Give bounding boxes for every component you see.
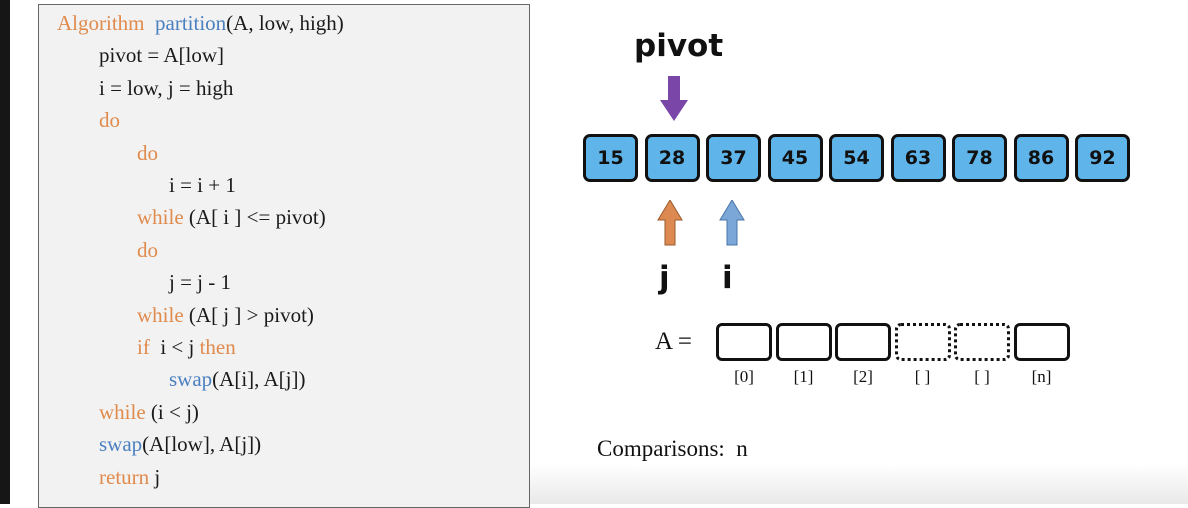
array-cell: 28 (644, 134, 700, 182)
code-keyword: do (99, 108, 120, 133)
code-line: j = j - 1 (169, 270, 231, 294)
array-cell: 37 (706, 134, 761, 182)
array-slot (894, 323, 951, 361)
code-line: Algorithm partition(A, low, high) (57, 11, 344, 35)
i-pointer-arrow-up-icon (719, 200, 745, 246)
code-keyword: if (137, 335, 150, 359)
code-text: i = low, j = high (99, 75, 234, 100)
code-text: (A[ i ] <= pivot) (183, 205, 326, 230)
array-cell: 45 (767, 134, 823, 182)
array-cell: 78 (952, 134, 1007, 182)
code-line: while (A[ j ] > pivot) (137, 303, 314, 327)
j-pointer-label: j (659, 260, 670, 296)
code-text: j (149, 464, 161, 489)
code-function: swap (99, 432, 143, 457)
code-line: return j (99, 465, 160, 489)
code-text: (i < j) (145, 399, 199, 424)
array-slot (1013, 323, 1070, 361)
code-keyword: while (99, 399, 146, 424)
code-text: pivot = A[low] (99, 43, 225, 68)
code-text: (A[low], A[j]) (142, 432, 262, 457)
code-line: swap(A[i], A[j]) (169, 367, 305, 391)
code-line: pivot = A[low] (99, 43, 224, 67)
comparisons-text: Comparisons: n (597, 436, 748, 461)
code-line: if i < j then (137, 335, 236, 359)
code-keyword: while (137, 302, 184, 327)
array-cell: 54 (829, 134, 884, 182)
code-function: swap (169, 367, 213, 392)
array-cell: 63 (890, 134, 946, 182)
code-keyword: return (99, 464, 150, 489)
code-keyword: do (137, 237, 158, 262)
code-line: do (137, 141, 158, 165)
code-line: do (137, 238, 158, 262)
left-dark-edge (0, 0, 10, 504)
code-keyword: Algorithm (57, 11, 155, 35)
bottom-shadow (530, 464, 1188, 504)
code-keyword: while (137, 205, 184, 230)
slot-index-label: [ ] (974, 367, 990, 386)
code-keyword: then (199, 335, 236, 359)
code-line: while (i < j) (99, 400, 199, 424)
slot-index-label: [n] (1031, 367, 1052, 386)
code-text: (A[ j ] > pivot) (183, 302, 314, 327)
code-text: (A[i], A[j]) (212, 367, 306, 392)
array-slot (835, 323, 891, 361)
array-a-label: A = (655, 328, 693, 355)
array-cell: 15 (583, 134, 638, 182)
code-text: (A, low, high) (226, 11, 344, 35)
pseudocode-panel: Algorithm partition(A, low, high)pivot =… (38, 4, 530, 508)
array-cell: 86 (1013, 134, 1069, 182)
code-line: while (A[ i ] <= pivot) (137, 205, 326, 229)
code-text: i < j (149, 335, 200, 359)
code-text: j = j - 1 (169, 270, 232, 295)
array-slot (954, 323, 1010, 361)
pivot-label: pivot (634, 28, 724, 64)
code-text: i = i + 1 (169, 173, 236, 197)
code-line: i = low, j = high (99, 76, 233, 100)
slot-index-label: [2] (853, 367, 873, 386)
code-keyword: do (137, 140, 158, 165)
j-pointer-arrow-up-icon (657, 200, 683, 246)
slot-index-label: [1] (793, 367, 814, 386)
slot-index-label: [ ] (914, 367, 931, 386)
array-slot (775, 323, 832, 361)
slot-index-label: [0] (734, 367, 754, 386)
code-line: i = i + 1 (169, 173, 236, 197)
code-function: partition (155, 11, 227, 35)
array-slot (716, 323, 772, 361)
code-line: swap(A[low], A[j]) (99, 432, 261, 456)
array-cell: 92 (1075, 134, 1130, 182)
pivot-arrow-down-icon (660, 76, 688, 121)
code-line: do (99, 108, 120, 132)
i-pointer-label: i (722, 260, 733, 296)
